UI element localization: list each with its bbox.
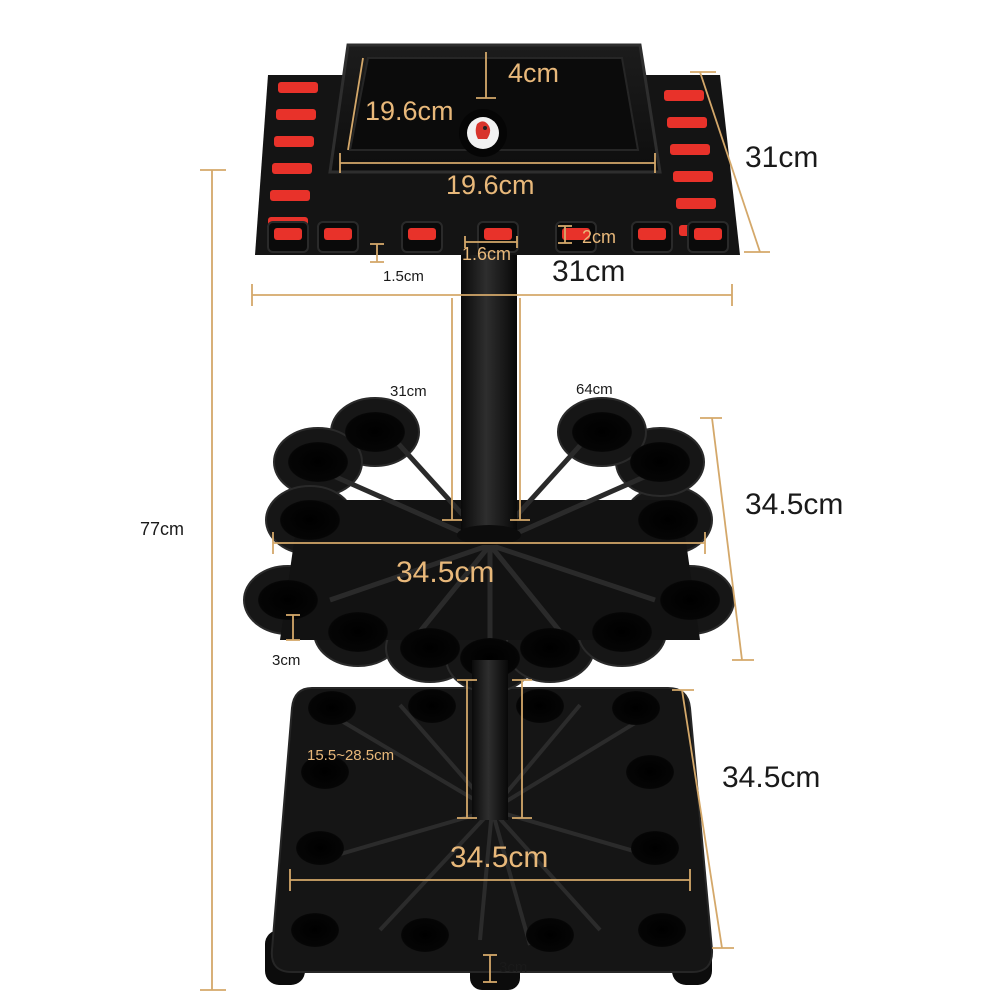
dimension-lines — [200, 52, 770, 991]
top-tray-front-slots — [267, 221, 729, 253]
tray-side-slot-left — [272, 163, 312, 174]
base-thickness-label: 3cm — [499, 959, 528, 976]
tray-side-slot-right — [670, 144, 710, 155]
top-tray-basin-inner — [348, 57, 640, 151]
tray-side-slot-right — [667, 117, 707, 128]
middle-tier-hole — [572, 412, 632, 452]
center-pole-collar — [457, 525, 521, 545]
middle-tier-hole — [400, 628, 460, 668]
slot-height-label: 1.5cm — [383, 268, 424, 285]
tray-front-slot-accent — [274, 228, 302, 240]
tray-side-slot-left — [276, 109, 316, 120]
top-tray — [255, 43, 740, 255]
tray-front-slot-accent — [324, 228, 352, 240]
base-side-length-label: 34.5cm — [722, 761, 821, 794]
tray-front-slot-accent — [408, 228, 436, 240]
base-tier-hole — [516, 689, 564, 723]
slot-width-label: 1.6cm — [462, 244, 512, 264]
tray-inner-width-label-a: 19.6cm — [365, 96, 454, 126]
base-tier-hole — [526, 918, 574, 952]
base-front-length-label: 34.5cm — [450, 841, 549, 874]
middle-holes — [258, 412, 720, 678]
middle-side-length-label: 34.5cm — [745, 488, 844, 521]
base-tier-hole — [296, 831, 344, 865]
middle-tier-hole — [630, 442, 690, 482]
base-tier-hole — [612, 691, 660, 725]
tray-front-length-label: 31cm — [552, 255, 626, 288]
middle-tier-hole — [520, 628, 580, 668]
tray-front-slot-accent — [694, 228, 722, 240]
slot-gap-label: 2cm — [582, 227, 617, 247]
tray-side-slot-left — [274, 136, 314, 147]
tray-side-slot-left — [278, 82, 318, 93]
middle-tier-hole — [328, 612, 388, 652]
base-height-range-label: 15.5~28.5cm — [307, 747, 395, 764]
middle-tier-hole — [345, 412, 405, 452]
tray-front-slot-accent — [562, 228, 590, 240]
rooster-badge-icon — [459, 109, 507, 157]
base-tier-hole — [626, 755, 674, 789]
middle-right-label: 64cm — [576, 381, 613, 398]
tray-side-length-label: 31cm — [745, 141, 819, 174]
base-holes — [291, 689, 686, 952]
tray-side-slot-right — [673, 171, 713, 182]
tray-side-slot-right — [664, 90, 704, 101]
base-tier-hole — [401, 918, 449, 952]
center-pole-upper — [461, 245, 517, 535]
middle-left-label: 31cm — [390, 383, 427, 400]
base-tier-hole — [301, 755, 349, 789]
tray-inner-width-label-b: 19.6cm — [446, 170, 535, 200]
middle-tier-hole — [638, 500, 698, 540]
base-tier-hole — [308, 691, 356, 725]
tray-depth-label: 4cm — [508, 58, 560, 88]
tray-front-slot-accent — [638, 228, 666, 240]
middle-tier — [243, 397, 735, 693]
middle-front-length-label: 34.5cm — [396, 556, 495, 589]
tray-side-slot-left — [270, 190, 310, 201]
overall-height-label: 77cm — [140, 519, 185, 539]
middle-tier-hole — [258, 580, 318, 620]
center-pole-lower — [472, 660, 508, 820]
middle-thickness-label: 3cm — [272, 652, 301, 669]
base-tier-hole — [408, 689, 456, 723]
tray-side-slot-right — [676, 198, 716, 209]
base-tier — [265, 687, 714, 990]
tray-front-slot-accent — [484, 228, 512, 240]
base-tier-hole — [631, 831, 679, 865]
middle-tier-hole — [592, 612, 652, 652]
base-tier-hole — [291, 913, 339, 947]
base-tier-hole — [638, 913, 686, 947]
middle-tier-hole — [280, 500, 340, 540]
middle-tier-hole — [288, 442, 348, 482]
middle-tier-hole — [660, 580, 720, 620]
